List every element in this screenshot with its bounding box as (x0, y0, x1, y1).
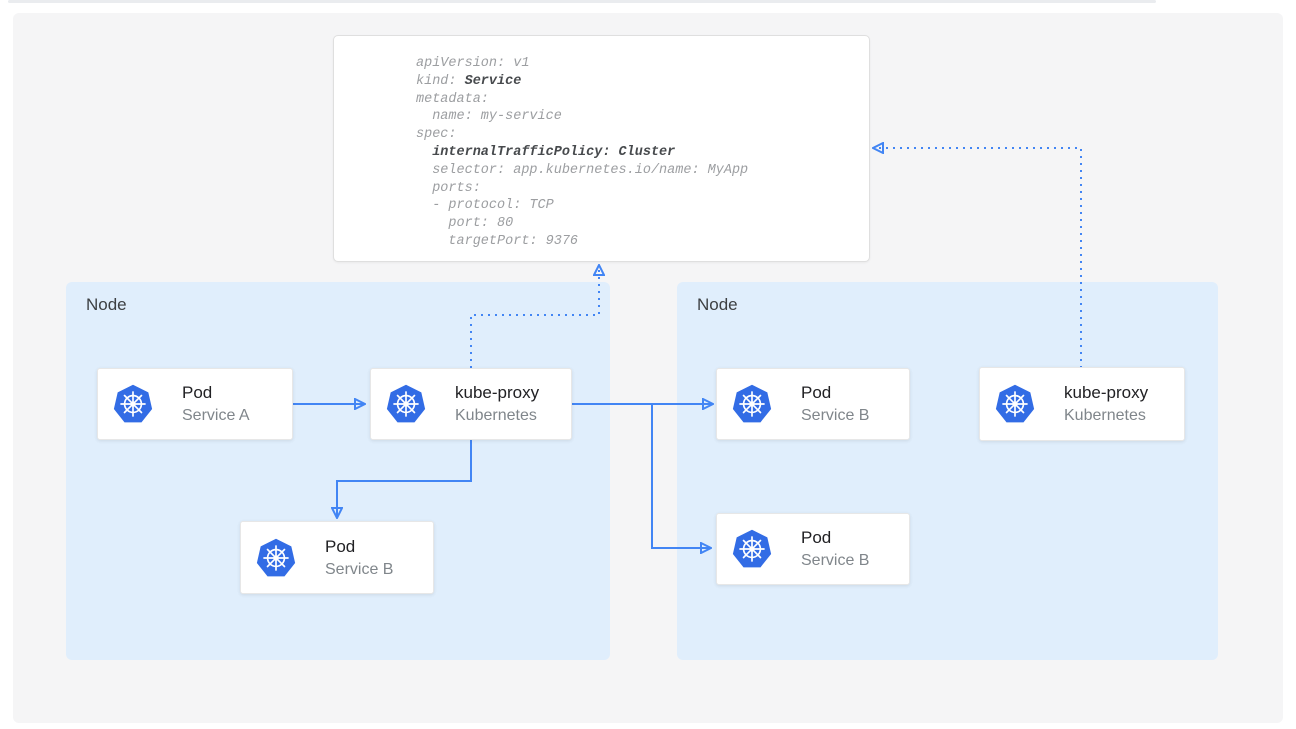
card-subtitle: Service B (325, 559, 393, 580)
code-line: ports: (416, 180, 748, 198)
kubernetes-icon (731, 529, 773, 569)
kube-proxy-card-left: kube-proxy Kubernetes (370, 368, 572, 440)
top-divider (8, 0, 1156, 3)
card-subtitle: Service B (801, 405, 869, 426)
kubernetes-icon (112, 384, 154, 424)
card-title: kube-proxy (455, 382, 539, 404)
code-line: kind: Service (416, 73, 748, 91)
pod-service-a-card: Pod Service A (97, 368, 293, 440)
kubernetes-icon (731, 384, 773, 424)
card-title: Pod (182, 382, 250, 404)
node-box-right: Node (677, 282, 1218, 660)
code-line: - protocol: TCP (416, 197, 748, 215)
service-manifest-card: apiVersion: v1 kind: Service metadata: n… (333, 35, 870, 262)
code-line: internalTrafficPolicy: Cluster (416, 144, 748, 162)
card-subtitle: Kubernetes (1064, 405, 1148, 426)
node-label: Node (697, 295, 738, 315)
code-line: targetPort: 9376 (416, 233, 748, 251)
card-title: Pod (801, 382, 869, 404)
code-line: apiVersion: v1 (416, 55, 748, 73)
kubernetes-icon (255, 538, 297, 578)
code-line: port: 80 (416, 215, 748, 233)
kubernetes-icon (385, 384, 427, 424)
card-subtitle: Kubernetes (455, 405, 539, 426)
node-label: Node (86, 295, 127, 315)
pod-service-b-card-left: Pod Service B (240, 521, 434, 594)
code-line: name: my-service (416, 108, 748, 126)
code-line: selector: app.kubernetes.io/name: MyApp (416, 162, 748, 180)
card-title: Pod (801, 527, 869, 549)
kubernetes-icon (994, 384, 1036, 424)
card-title: Pod (325, 536, 393, 558)
pod-service-b-card-right-top: Pod Service B (716, 368, 910, 440)
kube-proxy-card-right: kube-proxy Kubernetes (979, 367, 1185, 441)
code-line: spec: (416, 126, 748, 144)
service-yaml-code: apiVersion: v1 kind: Service metadata: n… (416, 55, 748, 251)
code-line: metadata: (416, 91, 748, 109)
card-subtitle: Service A (182, 405, 250, 426)
card-title: kube-proxy (1064, 382, 1148, 404)
pod-service-b-card-right-bottom: Pod Service B (716, 513, 910, 585)
card-subtitle: Service B (801, 550, 869, 571)
node-box-left: Node (66, 282, 610, 660)
